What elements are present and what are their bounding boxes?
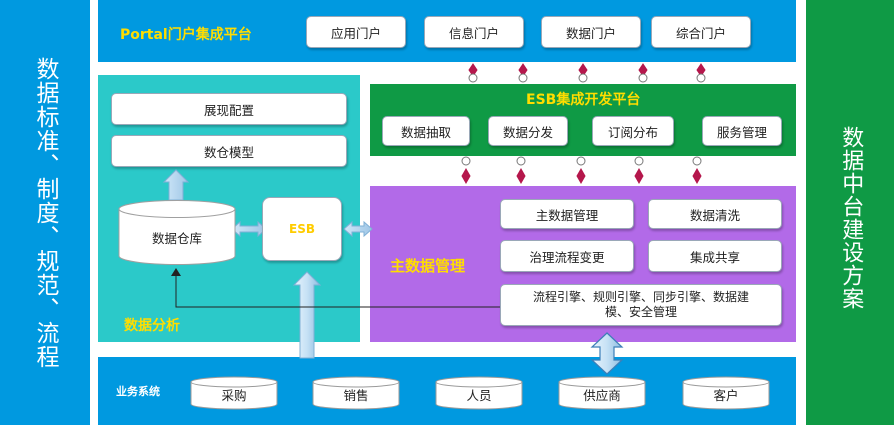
business-system-label: 销售 (343, 388, 369, 403)
left-banner-text: 数据标准、制度、规范、流程 (32, 57, 59, 369)
right-banner: 数据中台建设方案 (806, 0, 894, 425)
portal-item-info: 信息门户 (424, 16, 524, 48)
display-config-box: 展现配置 (111, 93, 347, 125)
business-to-esb-arrow (292, 271, 322, 359)
mdm-title: 主数据管理 (390, 257, 466, 275)
esb-box: ESB (262, 197, 342, 261)
esb-mdm-arrow (343, 220, 373, 238)
business-system-label: 人员 (466, 388, 492, 403)
esb-item-extract: 数据抽取 (382, 116, 470, 146)
esb-platform-section: ESB集成开发平台 数据抽取 数据分发 订阅分布 服务管理 (370, 84, 796, 156)
business-system-customer: 客户 (682, 376, 770, 410)
mdm-business-arrow (590, 332, 624, 375)
right-banner-text: 数据中台建设方案 (838, 126, 864, 310)
business-system-label: 供应商 (583, 388, 621, 403)
mdm-item-governance: 治理流程变更 (500, 240, 634, 272)
portal-item-integrated: 综合门户 (651, 16, 751, 48)
mdm-engines-box: 流程引擎、规则引擎、同步引擎、数据建模、安全管理 (500, 284, 782, 326)
esb-item-service: 服务管理 (702, 116, 782, 146)
mdm-section: 主数据管理 主数据管理 数据清洗 治理流程变更 集成共享 流程引擎、规则引擎、同… (370, 186, 796, 342)
portal-item-data: 数据门户 (541, 16, 641, 48)
business-system-staff: 人员 (435, 376, 523, 410)
portal-section: Portal门户集成平台 应用门户 信息门户 数据门户 综合门户 (98, 0, 796, 62)
engines-to-warehouse-line (175, 272, 500, 308)
esb-box-label: ESB (289, 222, 315, 236)
esb-item-distribute: 数据分发 (488, 116, 568, 146)
warehouse-cylinder: 数据仓库 (118, 200, 236, 266)
mdm-item-master: 主数据管理 (500, 199, 634, 229)
warehouse-label: 数据仓库 (151, 231, 202, 246)
business-label: 业务系统 (116, 385, 160, 398)
portal-item-app: 应用门户 (306, 16, 406, 48)
mdm-item-share: 集成共享 (648, 240, 782, 272)
business-system-label: 客户 (713, 388, 739, 403)
esb-mdm-connectors (461, 156, 702, 185)
analysis-title: 数据分析 (124, 318, 180, 334)
esb-platform-title: ESB集成开发平台 (526, 92, 641, 108)
business-system-purchase: 采购 (190, 376, 278, 410)
warehouse-to-model-arrow (162, 169, 190, 201)
data-model-box: 数仓模型 (111, 135, 347, 167)
portal-esb-connectors (468, 63, 706, 83)
esb-item-subscribe: 订阅分布 (592, 116, 674, 146)
business-system-sales: 销售 (312, 376, 400, 410)
warehouse-esb-arrow (231, 220, 267, 238)
business-system-supplier: 供应商 (558, 376, 646, 410)
left-banner: 数据标准、制度、规范、流程 (0, 0, 90, 425)
portal-title: Portal门户集成平台 (120, 27, 252, 43)
mdm-item-clean: 数据清洗 (648, 199, 782, 229)
business-system-label: 采购 (221, 388, 247, 403)
